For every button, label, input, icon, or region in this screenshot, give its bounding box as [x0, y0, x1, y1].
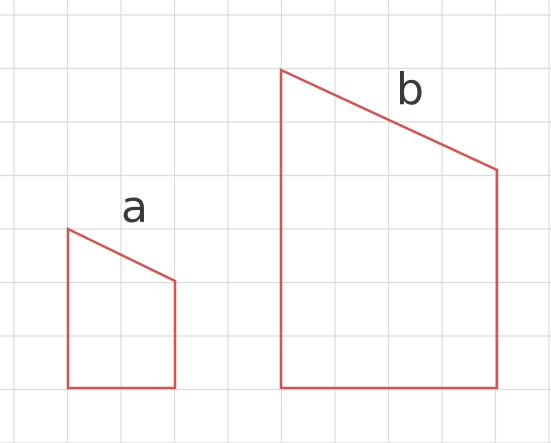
- shape-b-quadrilateral: [279, 67, 499, 390]
- shape-a-quadrilateral: [66, 226, 177, 390]
- shape-a-label: a: [121, 182, 148, 233]
- shape-b-label: b: [396, 64, 424, 115]
